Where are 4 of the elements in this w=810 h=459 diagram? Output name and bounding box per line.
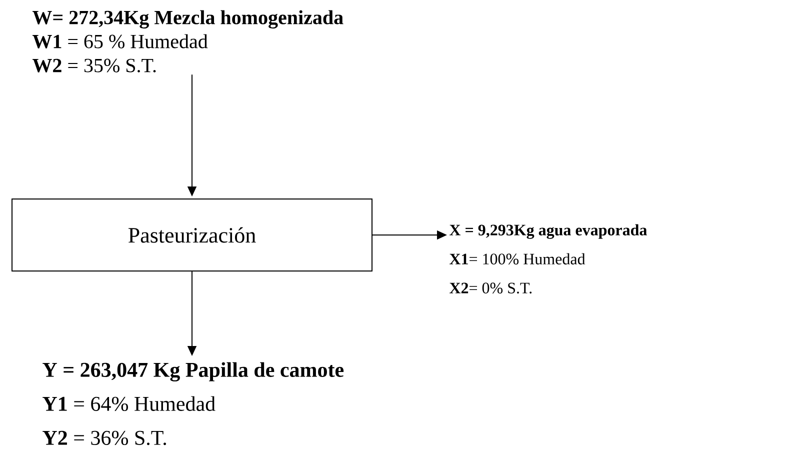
stream-label: Y = 263,047 Kg Papilla de camote Y1 = 64% Humedad Y2 = 36% S.T. [42,362,344,446]
process-box: Pasteurización [12,198,372,272]
stream-label: X = 9,293Kg agua evaporada X1= 100% Humedad X2= 0% S.T. [450,224,647,294]
stream-label: W= 272,34Kg Mezcla homogenizada W1 = 65 % Humedad W2 = 35% S.T. [32,10,344,72]
